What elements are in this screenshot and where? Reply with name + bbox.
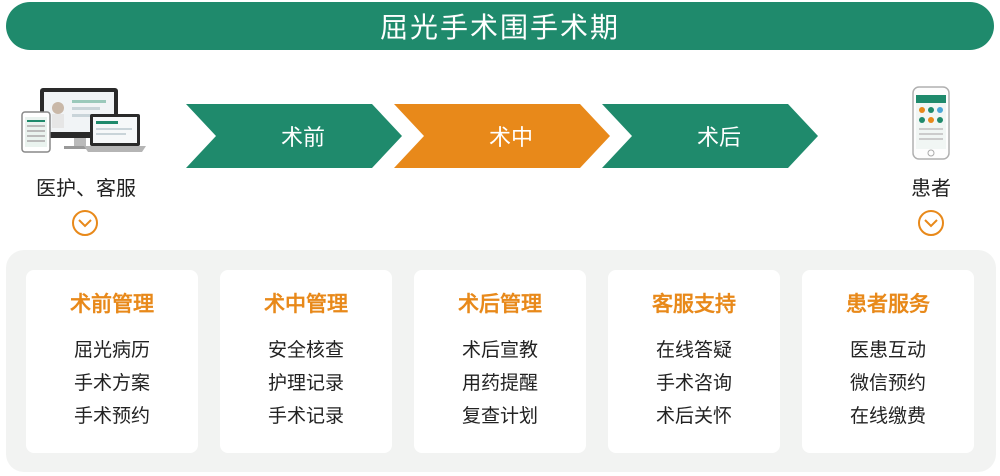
card-item: 手术预约 [73,405,150,427]
chevron-down-icon [918,210,944,236]
banner-title: 屈光手术围手术期 [379,11,620,44]
card-patient-services: 患者服务 医患互动 微信预约 在线缴费 [802,270,974,453]
card-item: 安全核查 [267,339,344,361]
card-item: 在线缴费 [849,405,926,427]
role-staff: 医护、客服 [16,172,156,201]
card-title: 客服支持 [652,292,736,316]
devices-icon [20,86,150,158]
card-title: 术前管理 [70,292,154,316]
step-post-op: 术后 [602,104,818,168]
card-item: 手术方案 [73,372,150,394]
card-intra-op-management: 术中管理 安全核查 护理记录 手术记录 [220,270,392,453]
role-patient: 患者 [900,172,962,201]
phase-steps: 术前 术中 术后 [186,104,822,168]
card-item: 用药提醒 [461,372,538,394]
step-pre-op: 术前 [186,104,402,168]
smartphone-icon [911,86,951,160]
step-intra-op-label: 术中 [488,126,533,151]
card-title: 患者服务 [846,292,930,316]
step-post-op-label: 术后 [696,126,741,151]
card-item: 术后宣教 [461,339,538,361]
card-pre-op-management: 术前管理 屈光病历 手术方案 手术预约 [26,270,198,453]
card-item: 术后关怀 [655,405,732,427]
card-item: 护理记录 [267,372,344,394]
card-post-op-management: 术后管理 术后宣教 用药提醒 复查计划 [414,270,586,453]
card-item: 屈光病历 [73,339,150,361]
step-intra-op: 术中 [394,104,610,168]
role-staff-label: 医护、客服 [36,176,136,200]
chevron-down-icon [72,210,98,236]
card-customer-support: 客服支持 在线答疑 手术咨询 术后关怀 [608,270,780,453]
card-item: 手术咨询 [655,372,732,394]
title-banner: 屈光手术围手术期 [6,2,994,50]
card-item: 微信预约 [849,372,926,394]
role-patient-label: 患者 [911,176,951,200]
card-item: 在线答疑 [655,339,732,361]
step-pre-op-label: 术前 [280,126,325,151]
card-item: 医患互动 [849,339,926,361]
card-item: 复查计划 [461,405,538,427]
card-item: 手术记录 [267,405,344,427]
card-title: 术中管理 [264,292,348,316]
card-title: 术后管理 [458,292,542,316]
